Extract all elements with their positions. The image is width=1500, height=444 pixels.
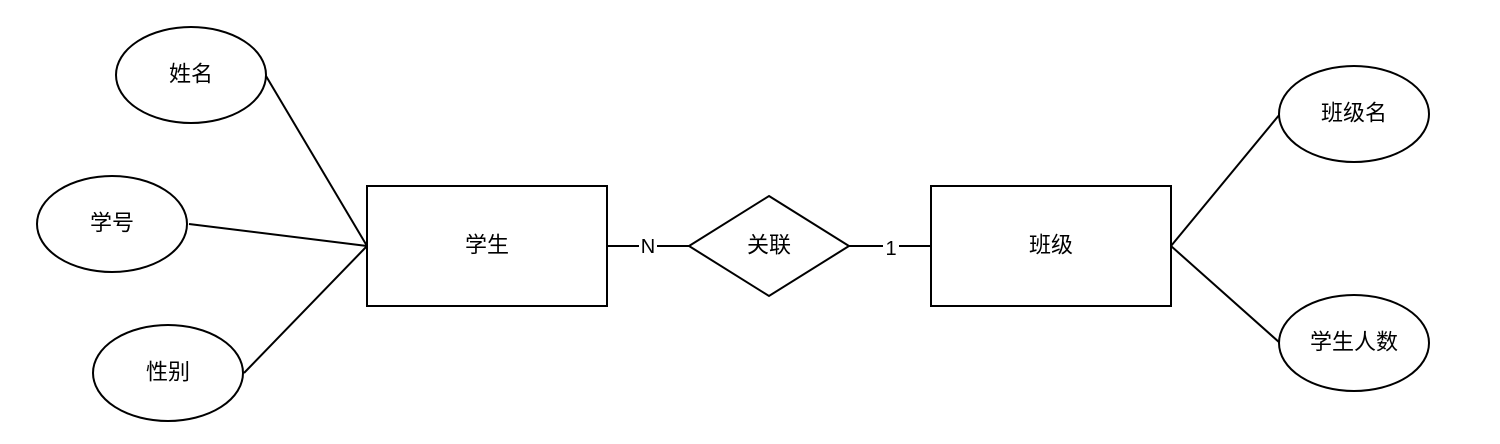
cardinality-student: N	[639, 234, 657, 258]
edge-class-classname	[1170, 113, 1281, 247]
cardinality-class-label: 1	[885, 238, 896, 260]
entity-class: 班级	[930, 185, 1172, 307]
entity-class-label: 班级	[1029, 234, 1073, 259]
edge-class-studentcount	[1170, 245, 1281, 344]
edge-name-student	[265, 75, 368, 247]
attribute-student-count-label: 学生人数	[1310, 331, 1398, 356]
attribute-gender: 性别	[92, 324, 244, 422]
attribute-student-id: 学号	[36, 175, 188, 273]
relationship-label: 关联	[747, 234, 791, 259]
entity-student: 学生	[366, 185, 608, 307]
attribute-gender-label: 性别	[146, 361, 190, 386]
attribute-class-name: 班级名	[1278, 65, 1430, 163]
attribute-student-id-label: 学号	[90, 212, 134, 237]
attribute-name-label: 姓名	[169, 63, 213, 88]
entity-student-label: 学生	[465, 234, 509, 259]
attribute-class-name-label: 班级名	[1321, 102, 1387, 127]
cardinality-student-label: N	[641, 236, 655, 258]
edge-gender-student	[243, 245, 368, 374]
attribute-student-count: 学生人数	[1278, 294, 1430, 392]
edge-id-student	[188, 223, 368, 247]
relationship-association: 关联	[687, 194, 851, 298]
cardinality-class: 1	[883, 236, 899, 260]
attribute-name: 姓名	[115, 26, 267, 124]
